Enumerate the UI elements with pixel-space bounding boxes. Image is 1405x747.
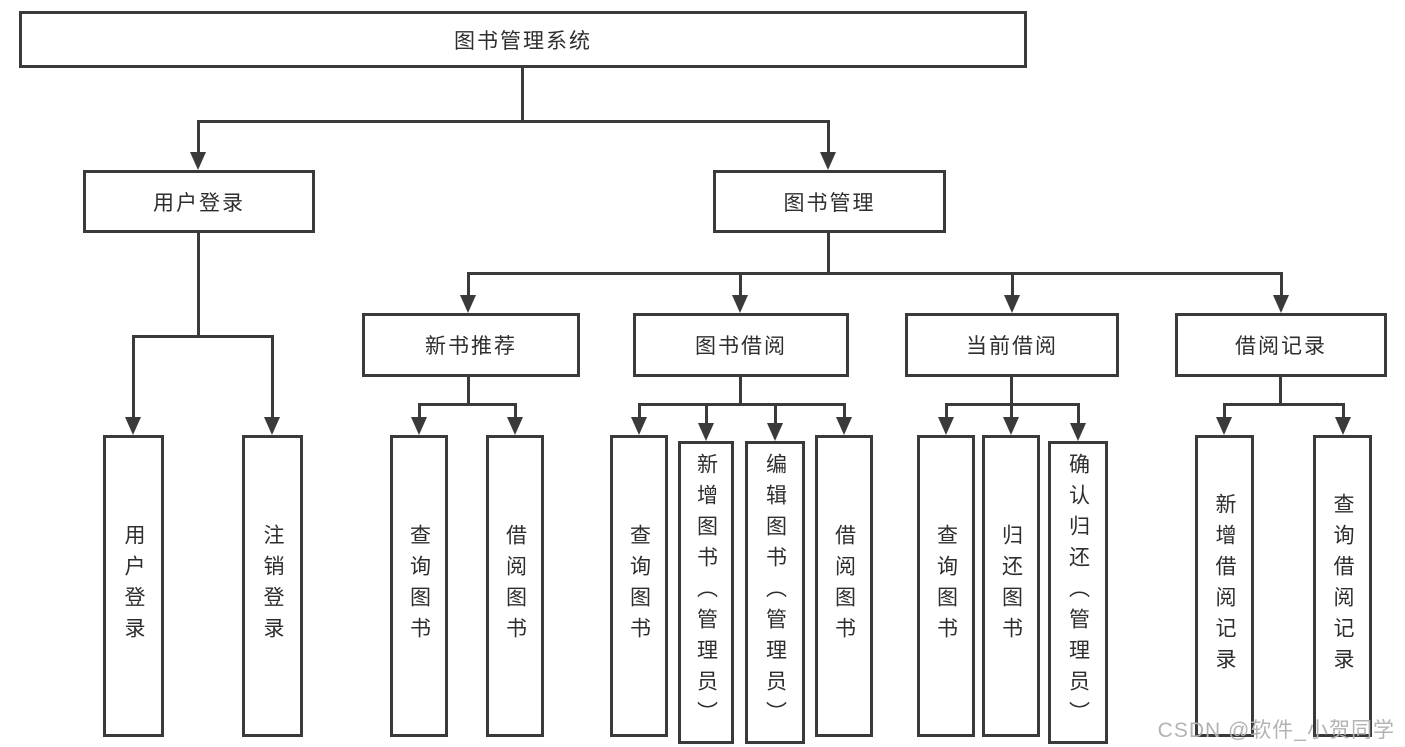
- node-book-management-label: 图书管理: [783, 191, 876, 215]
- leaf-confirm-return-admin-label: 确认归还（管理员）: [1066, 453, 1090, 732]
- arrowhead-icon: [836, 417, 852, 435]
- leaf-return-book: 归还图书: [982, 435, 1040, 737]
- leaf-user-login: 用户登录: [103, 435, 164, 737]
- arrowhead-icon: [125, 417, 141, 435]
- edge-line: [467, 272, 1283, 275]
- leaf-add-borrow-record: 新增借阅记录: [1195, 435, 1254, 737]
- edge-line: [514, 403, 517, 419]
- node-borrow-records-label: 借阅记录: [1235, 335, 1327, 358]
- leaf-confirm-return-admin: 确认归还（管理员）: [1048, 441, 1108, 744]
- arrowhead-icon: [1273, 295, 1289, 313]
- leaf-add-book-admin-label: 新增图书（管理员）: [694, 453, 718, 732]
- edge-line: [705, 403, 708, 425]
- arrowhead-icon: [1335, 417, 1351, 435]
- node-user-login: 用户登录: [83, 170, 315, 233]
- edge-line: [1010, 403, 1013, 419]
- leaf-query-borrow-record: 查询借阅记录: [1313, 435, 1372, 737]
- edge-line: [132, 335, 274, 338]
- edge-line: [827, 233, 830, 275]
- leaf-borrow-books-label: 借阅图书: [832, 524, 856, 648]
- leaf-logout: 注销登录: [242, 435, 303, 737]
- edge-line: [1223, 403, 1345, 406]
- node-user-login-label: 用户登录: [153, 191, 245, 215]
- leaf-query-books-recommend-label: 查询图书: [407, 524, 431, 648]
- node-new-book-recommend: 新书推荐: [362, 313, 580, 377]
- node-book-borrow: 图书借阅: [633, 313, 849, 377]
- leaf-query-books-current: 查询图书: [917, 435, 975, 737]
- leaf-query-books-borrow-label: 查询图书: [627, 524, 651, 648]
- node-book-borrow-label: 图书借阅: [695, 335, 787, 358]
- edge-line: [1223, 403, 1226, 419]
- node-new-book-recommend-label: 新书推荐: [425, 335, 517, 358]
- edge-line: [1280, 272, 1283, 298]
- leaf-query-books-current-label: 查询图书: [934, 524, 958, 648]
- edge-line: [271, 335, 274, 419]
- edge-line: [197, 120, 200, 154]
- arrowhead-icon: [1216, 417, 1232, 435]
- leaf-logout-label: 注销登录: [261, 524, 284, 648]
- edge-line: [418, 403, 421, 419]
- edge-line: [638, 403, 641, 419]
- edge-line: [827, 120, 830, 154]
- edge-line: [467, 377, 470, 405]
- leaf-add-borrow-record-label: 新增借阅记录: [1213, 493, 1236, 679]
- edge-line: [521, 68, 524, 122]
- edge-line: [843, 403, 846, 419]
- arrowhead-icon: [1070, 423, 1086, 441]
- arrowhead-icon: [631, 417, 647, 435]
- edge-line: [1010, 377, 1013, 405]
- edge-line: [1011, 272, 1014, 298]
- edge-line: [418, 403, 517, 406]
- arrowhead-icon: [820, 152, 836, 170]
- edge-line: [945, 403, 948, 419]
- leaf-add-book-admin: 新增图书（管理员）: [678, 441, 734, 744]
- leaf-borrow-books: 借阅图书: [815, 435, 873, 737]
- edge-line: [132, 335, 135, 419]
- arrowhead-icon: [460, 295, 476, 313]
- edge-line: [197, 120, 830, 123]
- leaf-borrow-books-recommend-label: 借阅图书: [503, 524, 527, 648]
- node-book-management: 图书管理: [713, 170, 946, 233]
- arrowhead-icon: [1004, 295, 1020, 313]
- node-current-borrow-label: 当前借阅: [966, 335, 1058, 358]
- node-root: 图书管理系统: [19, 11, 1027, 68]
- arrowhead-icon: [698, 423, 714, 441]
- leaf-user-login-label: 用户登录: [122, 524, 145, 648]
- node-borrow-records: 借阅记录: [1175, 313, 1387, 377]
- arrowhead-icon: [507, 417, 523, 435]
- arrowhead-icon: [1003, 417, 1019, 435]
- leaf-edit-book-admin: 编辑图书（管理员）: [745, 441, 805, 744]
- leaf-borrow-books-recommend: 借阅图书: [486, 435, 544, 737]
- edge-line: [1077, 403, 1080, 425]
- arrowhead-icon: [411, 417, 427, 435]
- leaf-return-book-label: 归还图书: [999, 524, 1023, 648]
- edge-line: [739, 272, 742, 298]
- node-current-borrow: 当前借阅: [905, 313, 1119, 377]
- node-root-label: 图书管理系统: [454, 29, 592, 53]
- edge-line: [739, 377, 742, 405]
- arrowhead-icon: [732, 295, 748, 313]
- leaf-edit-book-admin-label: 编辑图书（管理员）: [763, 453, 787, 732]
- edge-line: [774, 403, 777, 425]
- leaf-query-books-recommend: 查询图书: [390, 435, 448, 737]
- edge-line: [1342, 403, 1345, 419]
- csdn-watermark: CSDN @软件_小贺同学: [1157, 719, 1395, 742]
- arrowhead-icon: [190, 152, 206, 170]
- edge-line: [197, 233, 200, 337]
- edge-line: [1279, 377, 1282, 405]
- leaf-query-books-borrow: 查询图书: [610, 435, 668, 737]
- arrowhead-icon: [938, 417, 954, 435]
- edge-line: [467, 272, 470, 298]
- arrowhead-icon: [767, 423, 783, 441]
- arrowhead-icon: [264, 417, 280, 435]
- edge-line: [638, 403, 846, 406]
- leaf-query-borrow-record-label: 查询借阅记录: [1331, 493, 1354, 679]
